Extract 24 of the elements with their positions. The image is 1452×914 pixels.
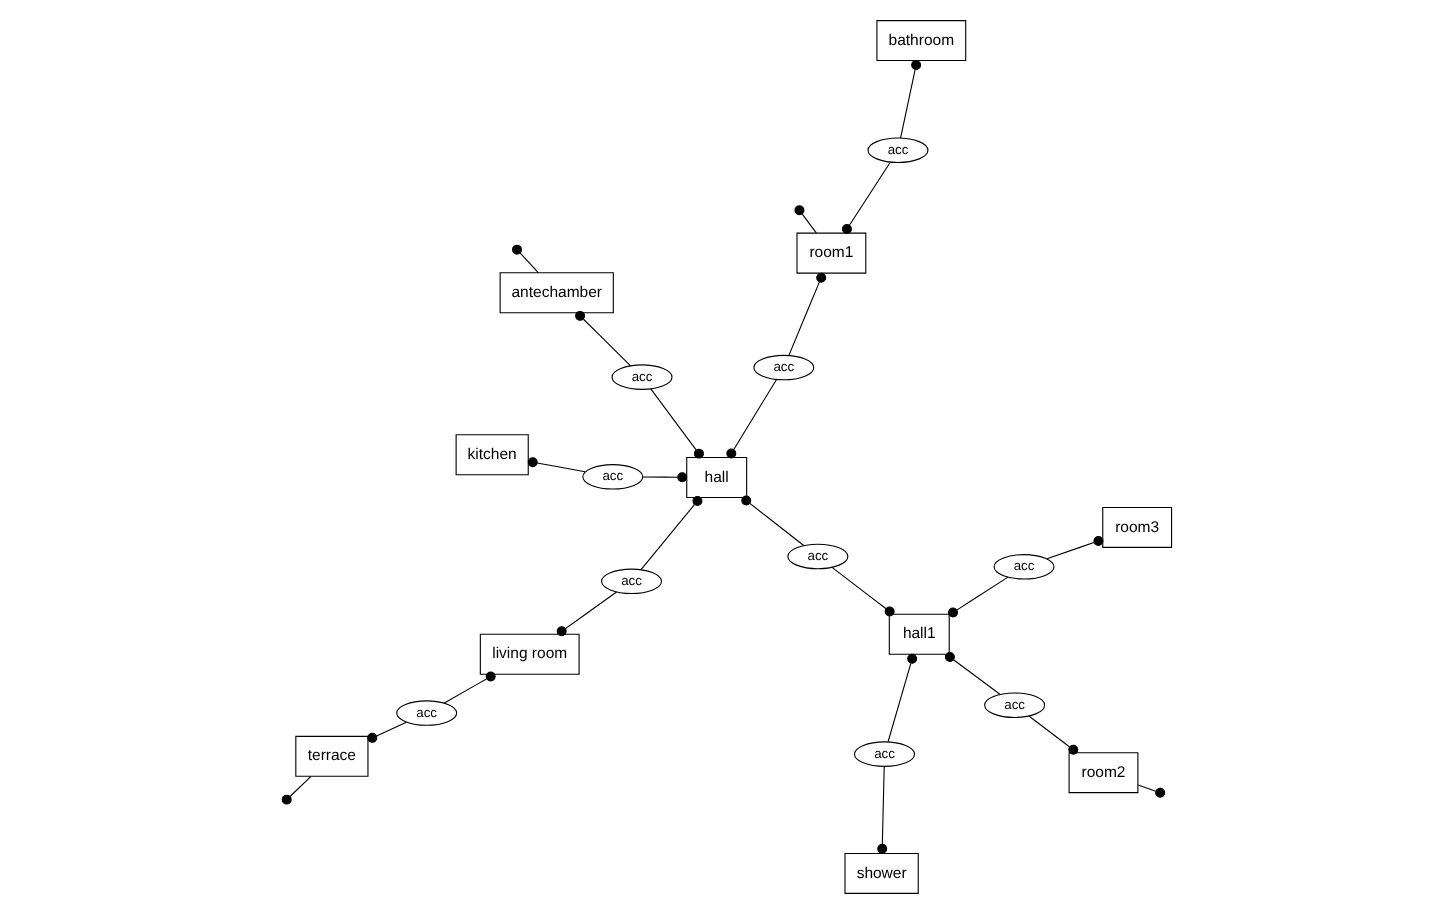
connector (800, 213, 816, 234)
connector (649, 388, 703, 459)
connector (787, 272, 826, 356)
connector (947, 576, 1008, 618)
connector (442, 671, 495, 704)
connector (1136, 784, 1156, 792)
connector (899, 60, 921, 139)
connector (840, 161, 890, 235)
connector (555, 591, 617, 637)
connector (740, 495, 804, 546)
connector (725, 378, 777, 459)
connector (526, 457, 585, 473)
connector (886, 653, 917, 743)
connector (518, 252, 538, 274)
connector (639, 495, 702, 571)
connector (943, 652, 1000, 695)
connector (574, 310, 631, 367)
connector (876, 765, 887, 854)
connector (641, 472, 687, 483)
connector (830, 566, 894, 617)
connector (1045, 535, 1103, 560)
connector (288, 775, 311, 798)
connector (1027, 715, 1078, 755)
connector (366, 721, 406, 743)
